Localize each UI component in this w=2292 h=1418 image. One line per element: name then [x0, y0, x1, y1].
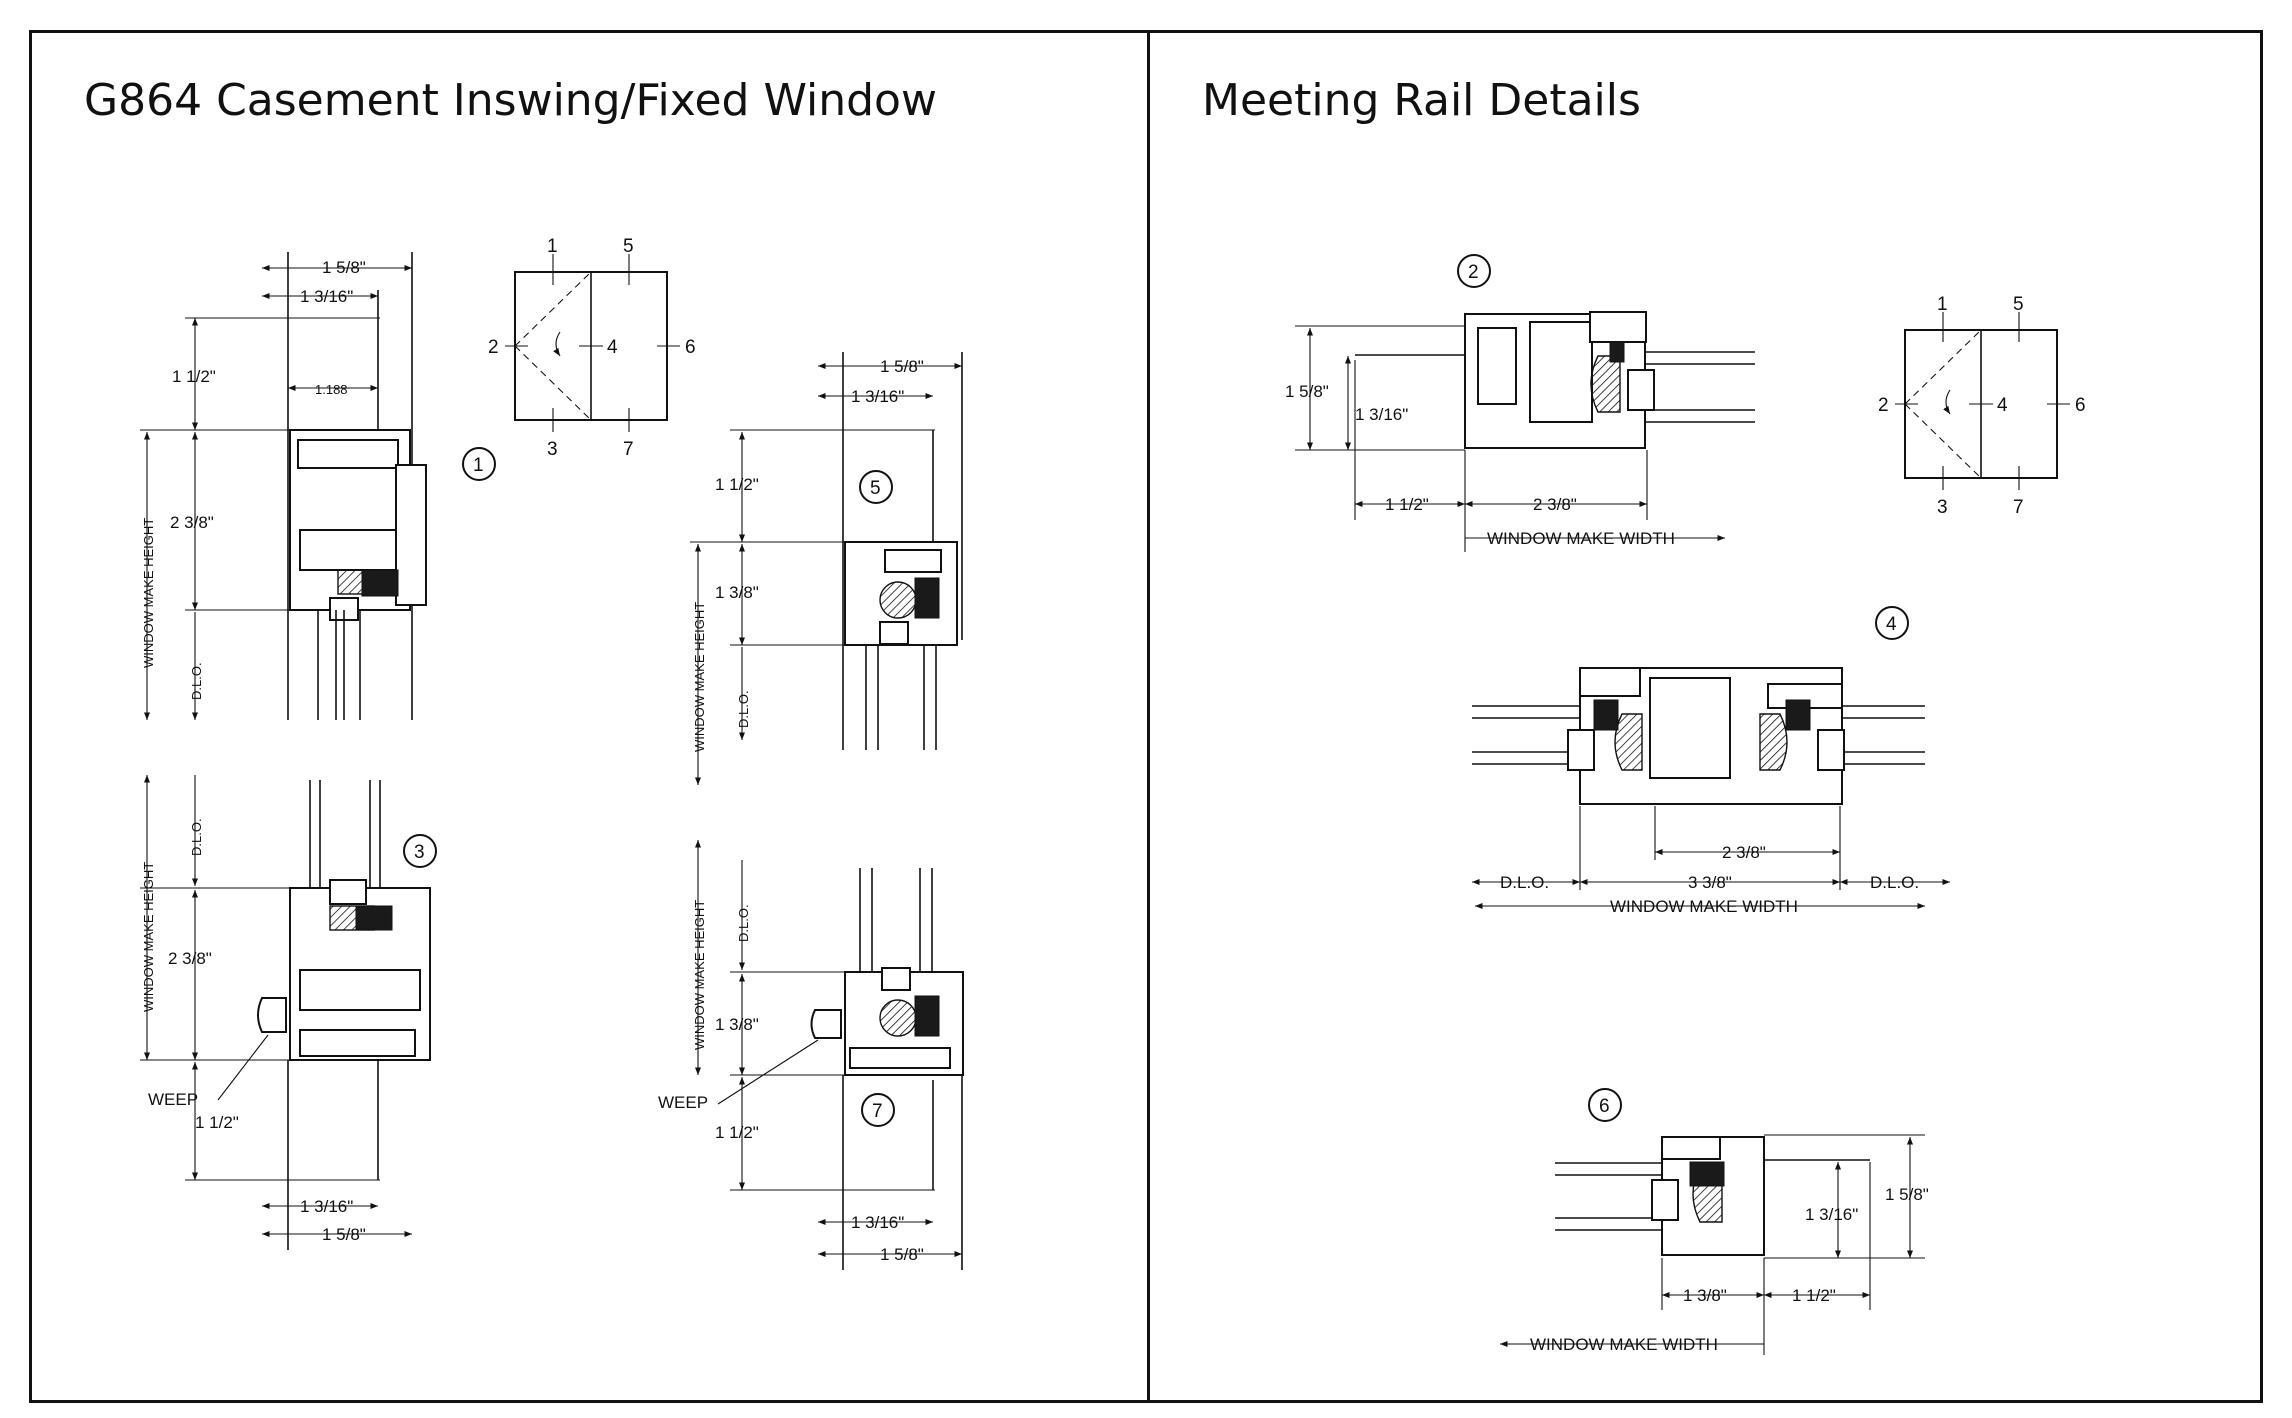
detail-7-height-bottom: 1 1/2" — [715, 1123, 759, 1142]
detail-1-width-inner: 1 3/16" — [300, 287, 353, 306]
callout-4: 4 — [1886, 614, 1897, 635]
detail-7-weep: WEEP — [658, 1093, 708, 1112]
elevation-key-right: 1 2 3 4 5 6 7 — [1878, 294, 2086, 518]
key-left-3: 3 — [547, 439, 558, 460]
detail-5-height-frame: 1 3/8" — [715, 583, 759, 602]
detail-2-width-frame: 2 3/8" — [1533, 495, 1577, 514]
key-left-6: 6 — [685, 337, 696, 358]
detail-3-height-bottom: 1 1/2" — [195, 1113, 239, 1132]
detail-2-width-left: 1 1/2" — [1385, 495, 1429, 514]
detail-1-height-frame: 2 3/8" — [170, 513, 214, 532]
detail-4: 4 2 3/8" D.L.O. — [1472, 606, 1950, 916]
callout-5: 5 — [870, 478, 881, 499]
key-right-1: 1 — [1937, 294, 1948, 315]
detail-3-height-frame: 2 3/8" — [168, 949, 212, 968]
detail-7: 1 3/8" 1 1/2" WINDOW MAKE HEIGHT D.L.O. … — [658, 840, 964, 1270]
detail-6-height-outer: 1 5/8" — [1885, 1185, 1929, 1204]
detail-1-width-outer: 1 5/8" — [322, 258, 366, 277]
detail-5-dlo: D.L.O. — [736, 690, 751, 728]
detail-5-height-top: 1 1/2" — [715, 475, 759, 494]
detail-3: 2 3/8" 1 1/2" WINDOW MAKE HEIGHT D.L.O. … — [140, 775, 437, 1250]
detail-5-window-make-height: WINDOW MAKE HEIGHT — [692, 602, 707, 752]
detail-6-window-make-width: WINDOW MAKE WIDTH — [1530, 1335, 1718, 1354]
detail-3-weep: WEEP — [148, 1090, 198, 1109]
detail-5: 1 5/8" 1 3/16" 1 1/2" 1 3/8" WINDOW MAKE… — [690, 352, 963, 785]
detail-3-window-make-height: WINDOW MAKE HEIGHT — [141, 862, 156, 1012]
key-right-7: 7 — [2013, 497, 2024, 518]
key-right-4: 4 — [1997, 395, 2008, 416]
key-left-1: 1 — [547, 236, 558, 257]
detail-1-window-make-height: WINDOW MAKE HEIGHT — [141, 518, 156, 668]
callout-1: 1 — [473, 455, 484, 476]
key-right-3: 3 — [1937, 497, 1948, 518]
callout-7: 7 — [872, 1101, 883, 1122]
detail-3-width-outer: 1 5/8" — [322, 1225, 366, 1244]
detail-1-1188: 1.188 — [315, 382, 348, 397]
detail-7-window-make-height: WINDOW MAKE HEIGHT — [692, 900, 707, 1050]
detail-7-height-frame: 1 3/8" — [715, 1015, 759, 1034]
left-panel-title: G864 Casement Inswing/Fixed Window — [84, 75, 937, 126]
key-right-6: 6 — [2075, 395, 2086, 416]
callout-3: 3 — [414, 842, 425, 863]
key-left-4: 4 — [607, 337, 618, 358]
detail-2: 2 1 5/8" 1 3/16" 1 1/2" 2 3/8 — [1285, 254, 1755, 552]
detail-3-width-inner: 1 3/16" — [300, 1197, 353, 1216]
key-left-5: 5 — [623, 236, 634, 257]
detail-7-dlo: D.L.O. — [736, 904, 751, 942]
detail-4-width-frame: 2 3/8" — [1722, 843, 1766, 862]
detail-5-width-inner: 1 3/16" — [851, 387, 904, 406]
key-left-2: 2 — [488, 337, 499, 358]
detail-6-width-right: 1 1/2" — [1792, 1286, 1836, 1305]
right-panel-title: Meeting Rail Details — [1202, 75, 1641, 126]
callout-2: 2 — [1468, 262, 1479, 283]
detail-2-height-outer: 1 5/8" — [1285, 382, 1329, 401]
key-right-2: 2 — [1878, 395, 1889, 416]
detail-2-window-make-width: WINDOW MAKE WIDTH — [1487, 529, 1675, 548]
detail-1-dlo: D.L.O. — [189, 662, 204, 700]
detail-4-width-overall: 3 3/8" — [1688, 873, 1732, 892]
detail-4-dlo-left: D.L.O. — [1500, 873, 1549, 892]
detail-6-width-frame: 1 3/8" — [1683, 1286, 1727, 1305]
detail-7-width-outer: 1 5/8" — [880, 1245, 924, 1264]
detail-1-height-top: 1 1/2" — [172, 367, 216, 386]
detail-1: 1 5/8" 1 3/16" 1.188 1 1/2" 2 3/8" WINDO… — [140, 252, 496, 720]
detail-7-width-inner: 1 3/16" — [851, 1213, 904, 1232]
detail-5-width-outer: 1 5/8" — [880, 357, 924, 376]
callout-6: 6 — [1599, 1096, 1610, 1117]
detail-6: 6 1 5/8" 1 3/16" 1 3/8" 1 1/2" — [1500, 1088, 1929, 1355]
detail-3-dlo: D.L.O. — [189, 818, 204, 856]
elevation-key-left: 1 2 3 4 5 6 7 — [488, 236, 696, 460]
left-panel: G864 Casement Inswing/Fixed Window — [29, 30, 1150, 1403]
key-right-5: 5 — [2013, 294, 2024, 315]
detail-6-height-inner: 1 3/16" — [1805, 1205, 1858, 1224]
detail-4-dlo-right: D.L.O. — [1870, 873, 1919, 892]
detail-2-height-inner: 1 3/16" — [1355, 405, 1408, 424]
detail-4-window-make-width: WINDOW MAKE WIDTH — [1610, 897, 1798, 916]
key-left-7: 7 — [623, 439, 634, 460]
